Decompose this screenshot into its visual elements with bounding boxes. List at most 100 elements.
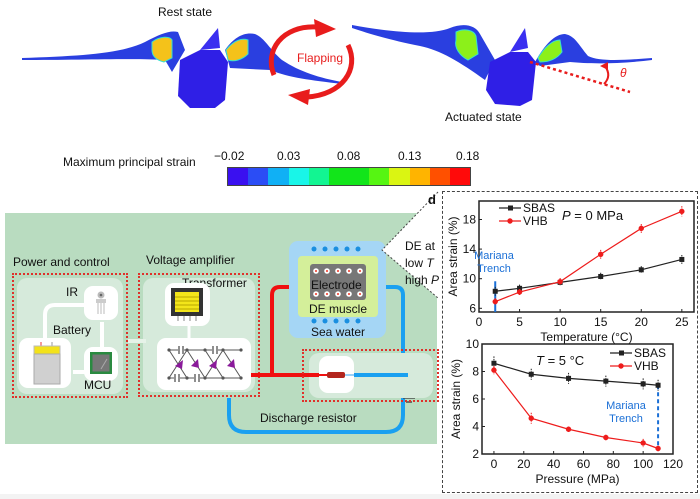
legend-marker	[619, 350, 624, 356]
data-point-sbas	[528, 371, 534, 377]
panel-d-letter: d	[428, 192, 436, 207]
x-tick-label: 10	[553, 315, 567, 329]
legend-marker	[508, 205, 513, 211]
series-line-vhb	[495, 210, 683, 303]
colorbar-tick: 0.13	[398, 149, 422, 163]
data-point-sbas	[603, 378, 609, 384]
y-tick-label: 10	[463, 272, 477, 286]
colorbar-segment	[349, 168, 370, 185]
ir-label: IR	[66, 285, 78, 299]
panel-d-frame	[442, 191, 698, 493]
colorbar-segment	[328, 168, 350, 185]
rest-state-label: Rest state	[158, 5, 213, 19]
transformer-wire	[187, 326, 191, 338]
multiplier-box	[157, 338, 251, 390]
de-muscle-label: DE muscle	[309, 302, 368, 316]
robot-actuated-state	[352, 25, 652, 106]
data-point-sbas	[655, 382, 661, 388]
colorbar-segment	[308, 168, 329, 185]
y-tick-label: 2	[472, 447, 479, 461]
x-tick-label: 100	[633, 457, 653, 471]
data-point-sbas	[638, 267, 644, 273]
x-tick-label: 5	[516, 315, 523, 329]
condition-value: = 5 °C	[544, 353, 584, 368]
callout-text: DE at low T high P	[405, 238, 439, 289]
x-tick-label: 0	[491, 457, 498, 471]
data-point-sbas	[517, 285, 523, 291]
colorbar-segment	[288, 168, 309, 185]
legend-label: VHB	[634, 359, 659, 373]
colorbar-segment	[228, 168, 249, 185]
colorbar-tick: 0.03	[277, 149, 301, 163]
data-point-vhb	[597, 251, 604, 257]
battery-icon	[33, 342, 61, 385]
condition-variable: T	[536, 353, 545, 368]
trench-label-line2: Trench	[477, 263, 511, 275]
plot-area	[481, 343, 674, 455]
chart-condition-label: T = 5 °C	[536, 353, 584, 368]
actuated-state-label: Actuated state	[445, 110, 522, 124]
callout-line-2: low T	[405, 256, 434, 270]
ion-dots	[311, 246, 363, 324]
trench-label-line1: Mariana	[606, 400, 647, 412]
legend-label: SBAS	[634, 346, 666, 360]
data-point-sbas	[492, 288, 498, 294]
voltage-multiplier-icon	[167, 346, 243, 382]
ir-sensor-icon	[96, 291, 106, 314]
callout-line-3: high P	[405, 273, 440, 287]
colorbar-tick: −0.02	[214, 149, 245, 163]
power-control-group	[12, 273, 128, 398]
legend-label: VHB	[523, 214, 548, 228]
voltage-amplifier-title: Voltage amplifier	[146, 253, 235, 267]
y-tick-label: 14	[463, 242, 477, 256]
colorbar-segment	[369, 168, 390, 185]
colorbar-tick: 0.18	[456, 149, 480, 163]
transformer-icon	[171, 288, 203, 321]
mcu-label: MCU	[84, 378, 112, 392]
colorbar-gradient	[227, 167, 471, 186]
legend-marker	[618, 363, 624, 369]
callout-line-1: DE at	[405, 239, 436, 253]
data-point-vhb	[516, 289, 523, 295]
power-control-title: Power and control	[13, 255, 110, 269]
y-tick-label: 18	[463, 213, 477, 227]
data-point-vhb	[528, 415, 534, 421]
x-tick-label: 40	[547, 457, 561, 471]
x-axis-label: Pressure (MPa)	[535, 472, 619, 486]
data-point-vhb	[557, 278, 563, 285]
data-point-vhb	[492, 298, 498, 305]
bottom-bar	[0, 494, 700, 499]
theta-label: θ	[620, 66, 627, 80]
condition-value: = 0 MPa	[571, 208, 624, 223]
y-tick-label: 10	[466, 337, 480, 351]
data-point-vhb	[655, 445, 661, 452]
x-tick-label: 0	[476, 315, 483, 329]
x-tick-label: 20	[635, 315, 649, 329]
colorbar-segment	[429, 168, 450, 185]
data-point-vhb	[603, 434, 609, 441]
chart-condition-label: P = 0 MPa	[562, 208, 624, 223]
legend-label: SBAS	[523, 201, 555, 215]
data-point-sbas	[491, 360, 497, 366]
x-tick-label: 25	[675, 315, 689, 329]
data-point-sbas	[566, 375, 572, 381]
data-point-vhb	[638, 225, 644, 232]
trench-label-line1: Mariana	[474, 250, 515, 262]
x-tick-label: 120	[663, 457, 683, 471]
y-tick-label: 6	[472, 392, 479, 406]
mcu-chip-icon	[90, 352, 112, 374]
colorbar-label: Maximum principal strain	[63, 155, 196, 169]
colorbar-segment	[409, 168, 430, 185]
electrode-label: Electrode	[311, 278, 362, 292]
colorbar-segment	[268, 168, 289, 185]
y-tick-label: 6	[469, 301, 476, 315]
y-axis-label: Area strain (%)	[449, 359, 463, 439]
amplifier-link-wire	[128, 339, 146, 343]
colorbar-segment	[389, 168, 410, 185]
flapping-label: Flapping	[297, 51, 344, 65]
x-tick-label: 20	[517, 457, 531, 471]
flapping-cycle-arrows	[268, 19, 355, 105]
data-point-sbas	[598, 273, 604, 279]
condition-variable: P	[562, 208, 571, 223]
